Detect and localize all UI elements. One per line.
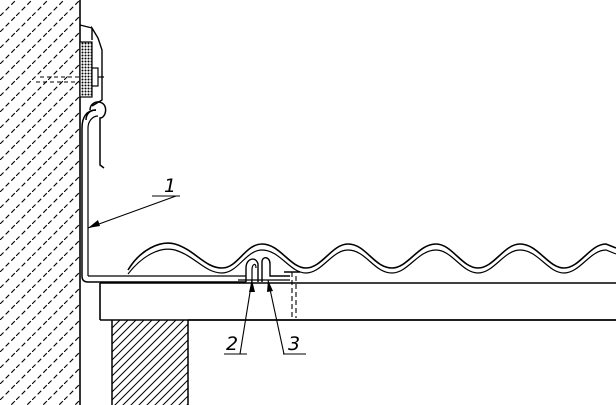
- flashing-strip: [81, 101, 246, 283]
- wall-fixing: [36, 24, 104, 107]
- roof-slab: [99, 282, 616, 321]
- support-wall: [111, 320, 189, 405]
- corrugated-sheet: [127, 242, 616, 275]
- callout-2: 2: [224, 279, 255, 355]
- callout-3: 3: [267, 279, 306, 355]
- masonry-wall: [0, 0, 81, 405]
- corrugated-sheet-bottom: [127, 248, 616, 275]
- seam-joint: [238, 257, 290, 282]
- callout-3-label: 3: [288, 333, 300, 355]
- callout-2-label: 2: [226, 333, 238, 355]
- roof-fastener: [284, 271, 300, 318]
- callout-1-label: 1: [164, 175, 176, 197]
- callout-1: 1: [87, 175, 180, 229]
- corrugated-sheet-top: [127, 242, 616, 271]
